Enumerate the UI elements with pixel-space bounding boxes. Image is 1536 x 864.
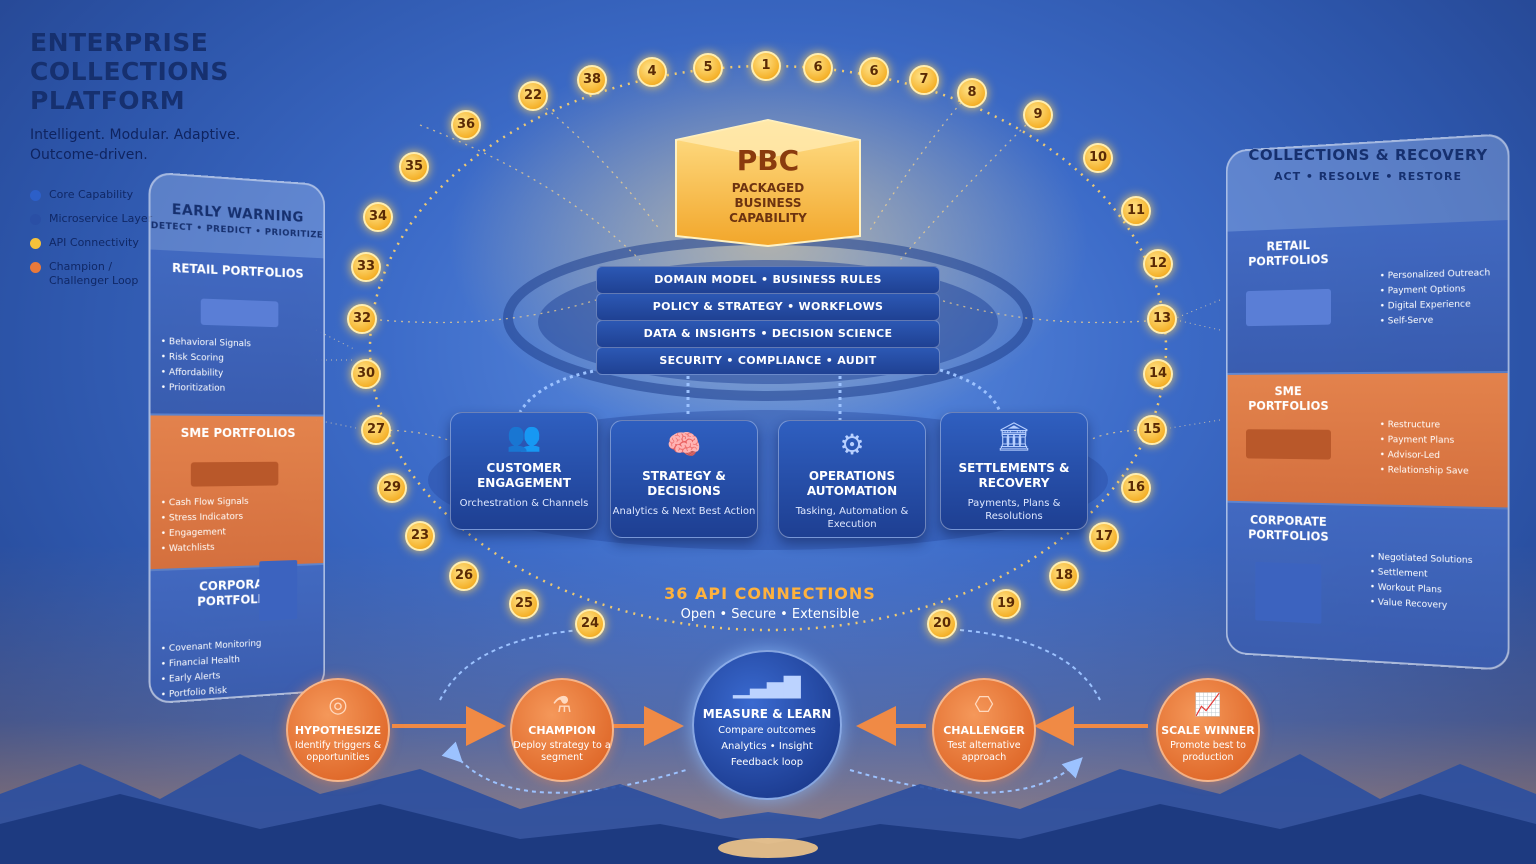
ew-sme-segment: SME PORTFOLIOS Cash Flow Signals Stress …: [150, 415, 324, 570]
api-node[interactable]: 38: [577, 65, 607, 95]
api-node[interactable]: 10: [1083, 143, 1113, 173]
platform-tagline: Intelligent. Modular. Adaptive. Outcome-…: [30, 127, 241, 163]
gear-icon: ⚙: [839, 428, 865, 461]
api-subtitle: Open • Secure • Extensible: [680, 607, 860, 622]
network-icon: ⎔: [974, 693, 994, 718]
early-warning-panel: EARLY WARNING DETECT • PREDICT • PRIORIT…: [148, 171, 326, 705]
api-node[interactable]: 7: [909, 65, 939, 95]
module-operations-automation[interactable]: ⚙ OPERATIONS AUTOMATION Tasking, Automat…: [778, 420, 926, 538]
api-node[interactable]: 25: [509, 589, 539, 619]
api-node[interactable]: 15: [1137, 415, 1167, 445]
bank-icon: 🏛: [996, 420, 1032, 453]
collections-recovery-subtitle: ACT • RESOLVE • RESTORE: [1274, 170, 1462, 183]
loop-champion[interactable]: ⚗ CHAMPION Deploy strategy to a segment: [510, 678, 614, 782]
api-node[interactable]: 29: [377, 473, 407, 503]
api-node[interactable]: 23: [405, 521, 435, 551]
brain-icon: 🧠: [666, 428, 702, 461]
api-node[interactable]: 27: [361, 415, 391, 445]
ew-retail-segment: RETAIL PORTFOLIOS Behavioral Signals Ris…: [150, 249, 324, 415]
corporate-building-icon: [1255, 561, 1322, 624]
api-node[interactable]: 32: [347, 304, 377, 334]
api-node[interactable]: 24: [575, 609, 605, 639]
api-node[interactable]: 4: [637, 57, 667, 87]
api-node[interactable]: 20: [927, 609, 957, 639]
api-node[interactable]: 33: [351, 252, 381, 282]
pbc-layer-data: DATA & INSIGHTS • DECISION SCIENCE: [596, 320, 940, 348]
pbc-cube: [675, 118, 861, 248]
ew-corporate-segment: CORPORATE PORTFOLIOS Covenant Monitoring…: [150, 559, 324, 705]
api-node[interactable]: 17: [1089, 522, 1119, 552]
pbc-layer-policy: POLICY & STRATEGY • WORKFLOWS: [596, 293, 940, 321]
collections-recovery-header: COLLECTIONS & RECOVERY ACT • RESOLVE • R…: [1248, 146, 1488, 183]
module-customer-engagement[interactable]: 👥 CUSTOMER ENGAGEMENT Orchestration & Ch…: [450, 412, 598, 530]
loop-hypothesize[interactable]: ◎ HYPOTHESIZE Identify triggers & opport…: [286, 678, 390, 782]
mountain-range: [0, 754, 1536, 864]
loop-scale-winner[interactable]: 📈 SCALE WINNER Promote best to productio…: [1156, 678, 1260, 782]
cr-sme-segment: SME PORTFOLIOS Restructure Payment Plans…: [1227, 373, 1508, 508]
api-node[interactable]: 22: [518, 81, 548, 111]
api-node[interactable]: 5: [693, 53, 723, 83]
api-node[interactable]: 9: [1023, 100, 1053, 130]
sme-building-icon: [190, 461, 279, 487]
legend-dot: [30, 214, 41, 225]
api-ring: [368, 64, 1168, 632]
retail-building-icon: [1246, 288, 1331, 327]
legend-item-loop: Champion / Challenger Loop: [30, 260, 152, 288]
loop-challenger[interactable]: ⎔ CHALLENGER Test alternative approach: [932, 678, 1036, 782]
api-node[interactable]: 36: [451, 110, 481, 140]
api-node[interactable]: 12: [1143, 249, 1173, 279]
legend-dot: [30, 238, 41, 249]
api-node[interactable]: 35: [399, 152, 429, 182]
api-title: 36 API CONNECTIONS: [664, 584, 876, 603]
pbc-label: PBC PACKAGED BUSINESS CAPABILITY: [666, 144, 870, 226]
api-node[interactable]: 26: [449, 561, 479, 591]
module-settlements-recovery[interactable]: 🏛 SETTLEMENTS & RECOVERY Payments, Plans…: [940, 412, 1088, 530]
legend-item-microservice: Microservice Layer: [30, 212, 152, 226]
loop-measure-learn[interactable]: ▁▃▅▇ MEASURE & LEARN Compare outcomes An…: [692, 650, 842, 800]
retail-building-icon: [200, 298, 279, 328]
api-node[interactable]: 13: [1147, 304, 1177, 334]
legend-item-api: API Connectivity: [30, 236, 152, 250]
pbc-title: PBC: [736, 144, 800, 177]
module-strategy-decisions[interactable]: 🧠 STRATEGY & DECISIONS Analytics & Next …: [610, 420, 758, 538]
users-icon: 👥: [506, 420, 542, 453]
pbc-layer-security: SECURITY • COMPLIANCE • AUDIT: [596, 347, 940, 375]
legend: Core Capability Microservice Layer API C…: [30, 188, 152, 298]
api-node[interactable]: 34: [363, 202, 393, 232]
api-node[interactable]: 6: [859, 57, 889, 87]
trend-up-icon: 📈: [1194, 693, 1222, 718]
api-node[interactable]: 8: [957, 78, 987, 108]
api-node[interactable]: 19: [991, 589, 1021, 619]
cr-retail-segment: RETAIL PORTFOLIOS Personalized Outreach …: [1227, 219, 1508, 373]
cr-corporate-segment: CORPORATE PORTFOLIOS Negotiated Solution…: [1227, 502, 1508, 672]
api-node[interactable]: 6: [803, 53, 833, 83]
bar-chart-icon: ▁▃▅▇: [733, 674, 801, 699]
platform-title: ENTERPRISE COLLECTIONS PLATFORM: [30, 28, 229, 115]
api-node[interactable]: 11: [1121, 196, 1151, 226]
sme-building-icon: [1246, 429, 1331, 460]
api-node[interactable]: 1: [751, 51, 781, 81]
target-icon: ◎: [328, 693, 348, 718]
api-node[interactable]: 30: [351, 359, 381, 389]
legend-dot: [30, 190, 41, 201]
legend-dot: [30, 262, 41, 273]
api-node[interactable]: 16: [1121, 473, 1151, 503]
collections-recovery-title: COLLECTIONS & RECOVERY: [1248, 146, 1488, 164]
early-warning-header: EARLY WARNING DETECT • PREDICT • PRIORIT…: [151, 174, 324, 241]
api-connections-label: 36 API CONNECTIONS Open • Secure • Exten…: [620, 584, 920, 622]
pbc-layer-domain: DOMAIN MODEL • BUSINESS RULES: [596, 266, 940, 294]
api-node[interactable]: 14: [1143, 359, 1173, 389]
api-node[interactable]: 18: [1049, 561, 1079, 591]
flask-icon: ⚗: [552, 693, 572, 718]
brand-block: ENTERPRISE COLLECTIONS PLATFORM Intellig…: [30, 28, 290, 165]
collections-recovery-panel: RETAIL PORTFOLIOS Personalized Outreach …: [1225, 132, 1510, 672]
legend-item-core: Core Capability: [30, 188, 152, 202]
corporate-building-icon: [259, 559, 298, 621]
pbc-subtitle: PACKAGED BUSINESS CAPABILITY: [729, 181, 807, 225]
